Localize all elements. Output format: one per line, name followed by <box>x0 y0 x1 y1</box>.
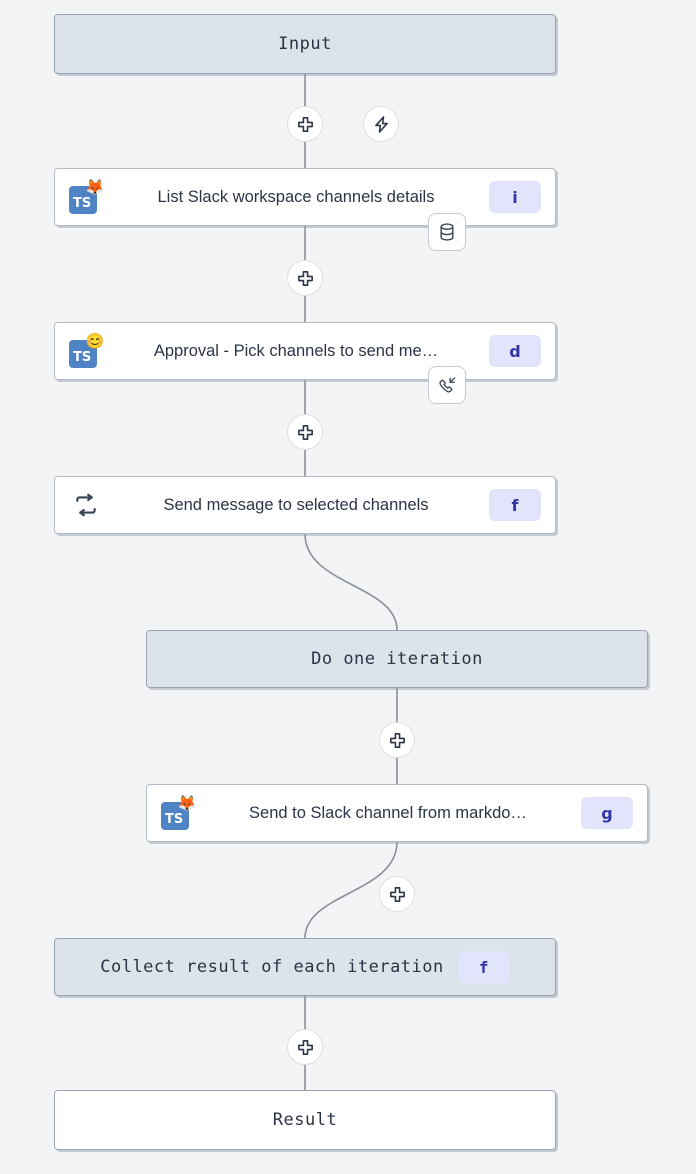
node-approval-pick-channels-label: Approval - Pick channels to send me… <box>153 341 439 360</box>
node-collect-result-badge[interactable]: f <box>457 951 510 983</box>
node-collect-result-label: Collect result of each iteration <box>100 957 444 977</box>
node-list-slack-channels-badge[interactable]: i <box>489 181 541 213</box>
node-send-message-selected-label: Send message to selected channels <box>163 495 429 514</box>
node-approval-pick-channels-badge[interactable]: d <box>489 335 541 367</box>
add-after-do-one-iteration-button[interactable] <box>379 722 415 758</box>
typescript-icon: TS 🦊 <box>161 795 197 830</box>
trigger-after-input-button[interactable] <box>363 106 399 142</box>
add-after-send-to-slack-button[interactable] <box>379 876 415 912</box>
node-send-to-slack-markdown-badge[interactable]: g <box>581 797 633 829</box>
node-send-message-selected-badge[interactable]: f <box>489 489 541 521</box>
node-send-message-selected[interactable]: Send message to selected channels f <box>54 476 556 534</box>
add-after-approval-button[interactable] <box>287 414 323 450</box>
add-after-collect-result-button[interactable] <box>287 1029 323 1065</box>
node-send-to-slack-markdown-label: Send to Slack channel from markdo… <box>249 803 527 822</box>
author-emoji-icon: 🦊 <box>177 795 197 812</box>
zap-icon <box>374 115 388 133</box>
author-emoji-icon: 😊 <box>85 333 105 350</box>
phone-incoming-icon <box>439 377 456 393</box>
node-send-to-slack-markdown[interactable]: TS 🦊 Send to Slack channel from markdo… … <box>146 784 648 842</box>
node-approval-pick-channels[interactable]: TS 😊 Approval - Pick channels to send me… <box>54 322 556 380</box>
plus-icon <box>297 270 313 286</box>
typescript-icon-label: TS <box>165 812 184 827</box>
plus-icon <box>297 116 313 132</box>
phone-incoming-chip[interactable] <box>428 366 466 404</box>
add-after-list-channels-button[interactable] <box>287 260 323 296</box>
node-input-label: Input <box>278 34 332 54</box>
node-do-one-iteration[interactable]: Do one iteration <box>146 630 648 688</box>
node-list-slack-channels-label: List Slack workspace channels details <box>157 187 435 206</box>
node-list-slack-channels[interactable]: TS 🦊 List Slack workspace channels detai… <box>54 168 556 226</box>
add-after-input-button[interactable] <box>287 106 323 142</box>
typescript-icon-label: TS <box>73 196 92 211</box>
node-collect-result[interactable]: Collect result of each iteration f <box>54 938 556 996</box>
node-result[interactable]: Result <box>54 1090 556 1150</box>
plus-icon <box>389 732 405 748</box>
typescript-icon-label: TS <box>73 350 92 365</box>
typescript-icon: TS 🦊 <box>69 179 105 214</box>
database-icon <box>440 223 454 241</box>
node-do-one-iteration-label: Do one iteration <box>311 649 483 669</box>
typescript-icon: TS 😊 <box>69 333 105 368</box>
database-chip[interactable] <box>428 213 466 251</box>
node-input[interactable]: Input <box>54 14 556 74</box>
plus-icon <box>389 886 405 902</box>
repeat-icon <box>69 488 103 522</box>
author-emoji-icon: 🦊 <box>85 179 105 196</box>
plus-icon <box>297 1039 313 1055</box>
node-result-label: Result <box>272 1110 338 1130</box>
plus-icon <box>297 424 313 440</box>
